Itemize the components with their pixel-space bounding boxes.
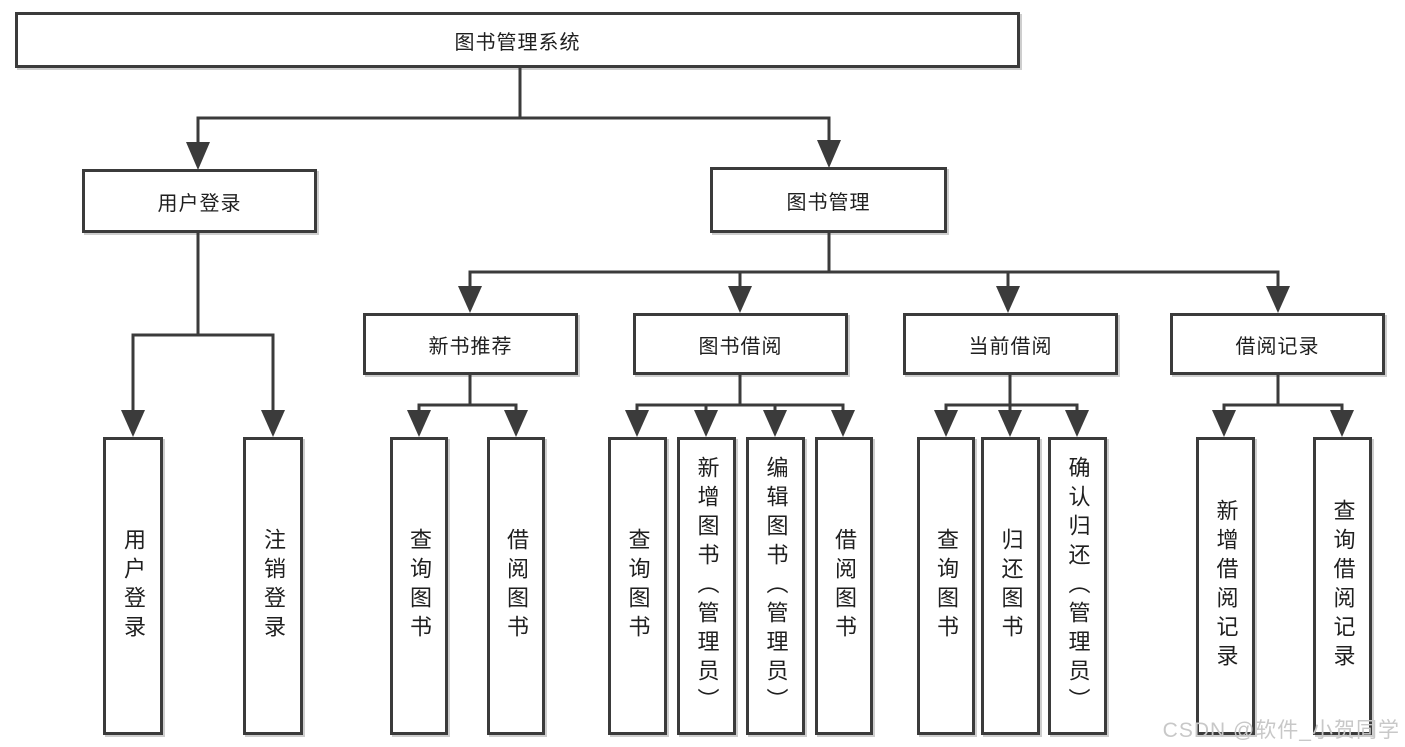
leaf-user-login: 用户登录 xyxy=(103,437,163,735)
node-borrow-records: 借阅记录 xyxy=(1170,313,1385,375)
leaf-query-book-3: 查询图书 xyxy=(917,437,975,735)
leaf-borrow-book-2-label: 借阅图书 xyxy=(832,528,857,644)
leaf-query-book-1-label: 查询图书 xyxy=(407,528,432,644)
leaf-borrow-book-1-label: 借阅图书 xyxy=(504,528,529,644)
leaf-edit-book-admin-label: 编辑图书（管理员） xyxy=(763,455,789,717)
leaf-return-book: 归还图书 xyxy=(981,437,1040,735)
leaf-borrow-book-1: 借阅图书 xyxy=(487,437,545,735)
leaf-confirm-return-admin-label: 确认归还（管理员） xyxy=(1065,455,1091,717)
leaf-user-login-label: 用户登录 xyxy=(121,528,146,644)
leaf-query-book-3-label: 查询图书 xyxy=(934,528,959,644)
leaf-logout: 注销登录 xyxy=(243,437,303,735)
leaf-add-borrow-record: 新增借阅记录 xyxy=(1196,437,1255,735)
node-library-management-system: 图书管理系统 xyxy=(15,12,1020,68)
leaf-query-book-2: 查询图书 xyxy=(608,437,667,735)
leaf-add-book-admin: 新增图书（管理员） xyxy=(677,437,736,735)
node-current-borrow: 当前借阅 xyxy=(903,313,1118,375)
node-new-book-recommend: 新书推荐 xyxy=(363,313,578,375)
node-user-login: 用户登录 xyxy=(82,169,317,233)
leaf-return-book-label: 归还图书 xyxy=(998,528,1024,644)
csdn-watermark: CSDN @软件_小贺同学 xyxy=(1162,719,1400,742)
leaf-edit-book-admin: 编辑图书（管理员） xyxy=(746,437,805,735)
leaf-add-book-admin-label: 新增图书（管理员） xyxy=(694,455,720,717)
leaf-add-borrow-record-label: 新增借阅记录 xyxy=(1213,499,1239,673)
node-book-management: 图书管理 xyxy=(710,167,947,233)
leaf-confirm-return-admin: 确认归还（管理员） xyxy=(1048,437,1107,735)
leaf-query-book-2-label: 查询图书 xyxy=(625,528,651,644)
leaf-query-borrow-record-label: 查询借阅记录 xyxy=(1330,499,1356,673)
node-book-borrow: 图书借阅 xyxy=(633,313,848,375)
leaf-query-book-1: 查询图书 xyxy=(390,437,448,735)
leaf-borrow-book-2: 借阅图书 xyxy=(815,437,873,735)
leaf-query-borrow-record: 查询借阅记录 xyxy=(1313,437,1372,735)
leaf-logout-label: 注销登录 xyxy=(261,528,286,644)
